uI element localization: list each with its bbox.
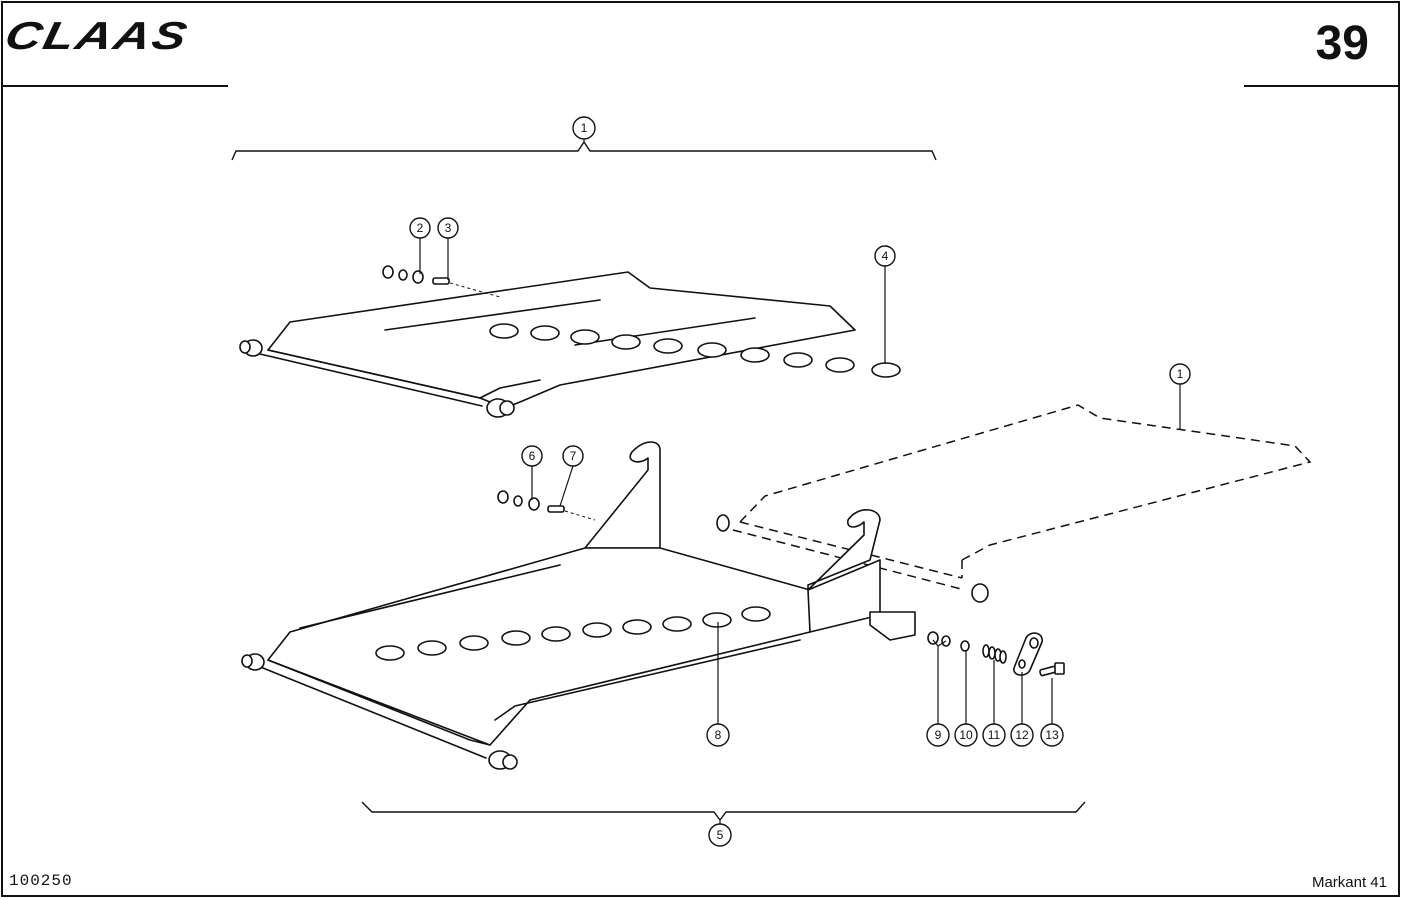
- upper-chain: [489, 323, 901, 378]
- callout-label: 10: [959, 728, 973, 742]
- lower-plate: [241, 441, 916, 770]
- leader-lines: [419, 139, 1181, 824]
- callout-label: 5: [717, 828, 724, 842]
- callout-1-top: 1: [572, 116, 596, 140]
- lower-chain: [375, 606, 771, 661]
- callout-1-right: 1: [1169, 363, 1191, 385]
- callout-label: 3: [445, 221, 452, 235]
- callout-9: 9: [926, 723, 950, 747]
- upper-plate: [239, 271, 856, 418]
- callout-12: 12: [1010, 723, 1034, 747]
- spring: [982, 644, 1007, 664]
- callout-8: 8: [706, 723, 730, 747]
- callout-7: 7: [562, 445, 584, 467]
- callout-13: 13: [1040, 723, 1064, 747]
- callout-label: 1: [581, 121, 588, 135]
- drawing-id: 100250: [9, 872, 73, 890]
- callout-6: 6: [521, 445, 543, 467]
- callout-label: 9: [935, 728, 942, 742]
- callout-label: 1: [1177, 367, 1184, 381]
- header-rule-left: [2, 85, 228, 87]
- model-name: Markant 41: [1311, 874, 1387, 891]
- fastener-set-lower-left: [497, 490, 596, 521]
- callout-label: 8: [715, 728, 722, 742]
- fastener-set-upper: [382, 265, 501, 298]
- callout-label: 13: [1045, 728, 1059, 742]
- callout-3: 3: [437, 217, 459, 239]
- assembly-bracket-1: [231, 140, 937, 161]
- header-rule-right: [1244, 85, 1398, 87]
- callout-label: 2: [417, 221, 424, 235]
- callout-2: 2: [409, 217, 431, 239]
- callout-label: 4: [882, 249, 889, 263]
- page-number: 39: [1315, 17, 1369, 70]
- callout-4: 4: [874, 245, 896, 267]
- callout-label: 11: [988, 728, 1001, 742]
- callout-5: 5: [708, 823, 732, 847]
- callout-label: 12: [1015, 728, 1029, 742]
- dashed-plate-right: [716, 404, 1312, 603]
- callout-11: 11: [982, 723, 1006, 747]
- fastener-set-lower-right: [927, 631, 1065, 677]
- callout-10: 10: [954, 723, 978, 747]
- callout-label: 6: [529, 449, 536, 463]
- assembly-bracket-5: [361, 801, 1086, 822]
- callout-label: 7: [570, 449, 577, 463]
